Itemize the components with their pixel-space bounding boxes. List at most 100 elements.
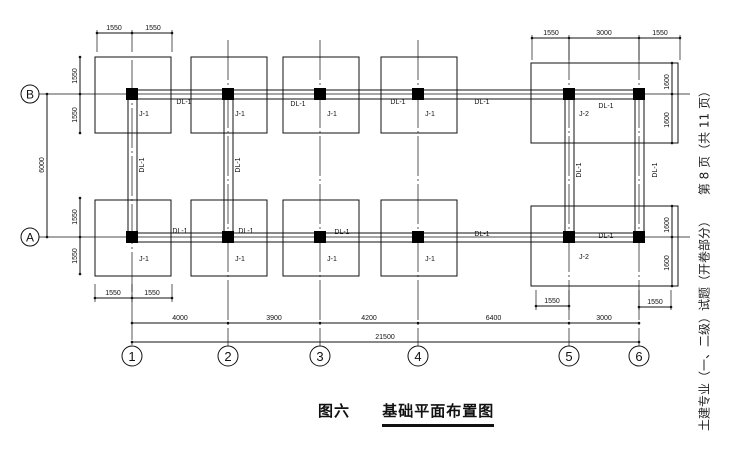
- footing-label-j2: J-2: [579, 254, 589, 261]
- dimension-tick: [416, 321, 420, 325]
- dimension-tick: [318, 321, 322, 325]
- footing-j1: [94, 56, 172, 134]
- axis-bubble: [20, 84, 40, 104]
- dimension-tick: [130, 321, 134, 325]
- beam-label-dl1: DL-1: [290, 101, 305, 108]
- dimension-text: 1550: [72, 107, 79, 123]
- footing-j1: [282, 199, 360, 277]
- side-note: 土建专业（一、二级）试题（开卷部分） 第 8 页（共 11 页）: [696, 69, 713, 431]
- figure-caption: 图六 基础平面布置图: [318, 400, 495, 427]
- beam-label-dl1: DL-1: [576, 162, 583, 177]
- dimension-text: 1550: [72, 209, 79, 225]
- beam-label-dl1: DL-1: [238, 228, 253, 235]
- column: [563, 88, 575, 100]
- dimension-tick: [637, 340, 641, 344]
- column: [412, 231, 424, 243]
- footing-j2: [530, 62, 679, 144]
- dimension-tick: [78, 55, 82, 59]
- dimension-tick: [670, 284, 674, 288]
- dimension-tick: [78, 196, 82, 200]
- column: [412, 88, 424, 100]
- footing-label-j2: J-2: [579, 111, 589, 118]
- dimension-text: 1550: [72, 248, 79, 264]
- exam-label: 土建专业（一、二级）试题（开卷部分）: [697, 214, 712, 432]
- column: [563, 231, 575, 243]
- axis-label: 1: [128, 349, 135, 364]
- beam-label-dl1: DL-1: [598, 233, 613, 240]
- footing-label-j1: J-1: [139, 111, 149, 118]
- beam-label-dl1: DL-1: [334, 229, 349, 236]
- column: [314, 231, 326, 243]
- dimension-tick: [637, 321, 641, 325]
- axis-bubble: [628, 345, 650, 367]
- column: [126, 88, 138, 100]
- axis-label: 5: [565, 349, 572, 364]
- dimension-text: 1550: [647, 299, 663, 306]
- column: [222, 231, 234, 243]
- beam-label-dl1: DL-1: [390, 99, 405, 106]
- span-dimension-text: 3000: [596, 315, 612, 322]
- dimension-tick: [78, 235, 82, 239]
- footing-label-j1: J-1: [235, 111, 245, 118]
- span-dimension-text: 3900: [266, 315, 282, 322]
- axis-bubble: [558, 345, 580, 367]
- dimension-text: 1550: [106, 25, 122, 32]
- footing-label-j1: J-1: [327, 256, 337, 263]
- page-label: 第 8 页（共 11 页）: [697, 84, 712, 196]
- footing-label-j1: J-1: [425, 256, 435, 263]
- footing-j1: [282, 56, 360, 134]
- axis-bubble: [309, 345, 331, 367]
- axis-label: 3: [316, 349, 323, 364]
- total-dimension-text: 21500: [375, 334, 395, 341]
- dimension-text: 1600: [664, 255, 671, 271]
- column: [314, 88, 326, 100]
- axis-label: A: [26, 231, 34, 245]
- dimension-text: 1600: [664, 74, 671, 90]
- axis-label: 6: [635, 349, 642, 364]
- axis-bubble: [407, 345, 429, 367]
- footing-label-j1: J-1: [235, 256, 245, 263]
- column: [126, 231, 138, 243]
- axis-bubble: [121, 345, 143, 367]
- span-dimension-text: 6400: [486, 315, 502, 322]
- dimension-tick: [78, 131, 82, 135]
- dimension-tick: [670, 204, 674, 208]
- dimension-tick: [45, 92, 49, 96]
- axis-label: 4: [414, 349, 421, 364]
- column: [222, 88, 234, 100]
- dimension-tick: [45, 235, 49, 239]
- dimension-text: 1600: [664, 112, 671, 128]
- beam-label-dl1: DL-1: [176, 99, 191, 106]
- figure-title: 基础平面布置图: [382, 400, 495, 427]
- beam-label-dl1: DL-1: [172, 228, 187, 235]
- figure-number: 图六: [318, 402, 351, 420]
- axis-label: B: [26, 88, 34, 102]
- footing-j1: [190, 56, 268, 134]
- dimension-tick: [226, 321, 230, 325]
- column: [633, 88, 645, 100]
- dimension-tick: [78, 272, 82, 276]
- dimension-tick: [670, 235, 674, 239]
- dimension-text: 1550: [652, 30, 668, 37]
- dimension-tick: [670, 141, 674, 145]
- footing-j2: [530, 205, 679, 287]
- beam-label-dl1: DL-1: [139, 157, 146, 172]
- dimension-text: 1550: [105, 290, 121, 297]
- footing-j1: [380, 199, 458, 277]
- dimension-text: 1600: [664, 217, 671, 233]
- dimension-tick: [670, 92, 674, 96]
- dimension-tick: [567, 321, 571, 325]
- beam-label-dl1: DL-1: [474, 99, 489, 106]
- dimension-text: 1550: [72, 68, 79, 84]
- dimension-text: 1550: [145, 25, 161, 32]
- span-dimension-text: 4000: [172, 315, 188, 322]
- footing-j1: [94, 199, 172, 277]
- footing-label-j1: J-1: [327, 111, 337, 118]
- dimension-text: 1550: [144, 290, 160, 297]
- footing-label-j1: J-1: [425, 111, 435, 118]
- beam-label-dl1: DL-1: [598, 103, 613, 110]
- dimension-text: 3000: [596, 30, 612, 37]
- dimension-tick: [78, 92, 82, 96]
